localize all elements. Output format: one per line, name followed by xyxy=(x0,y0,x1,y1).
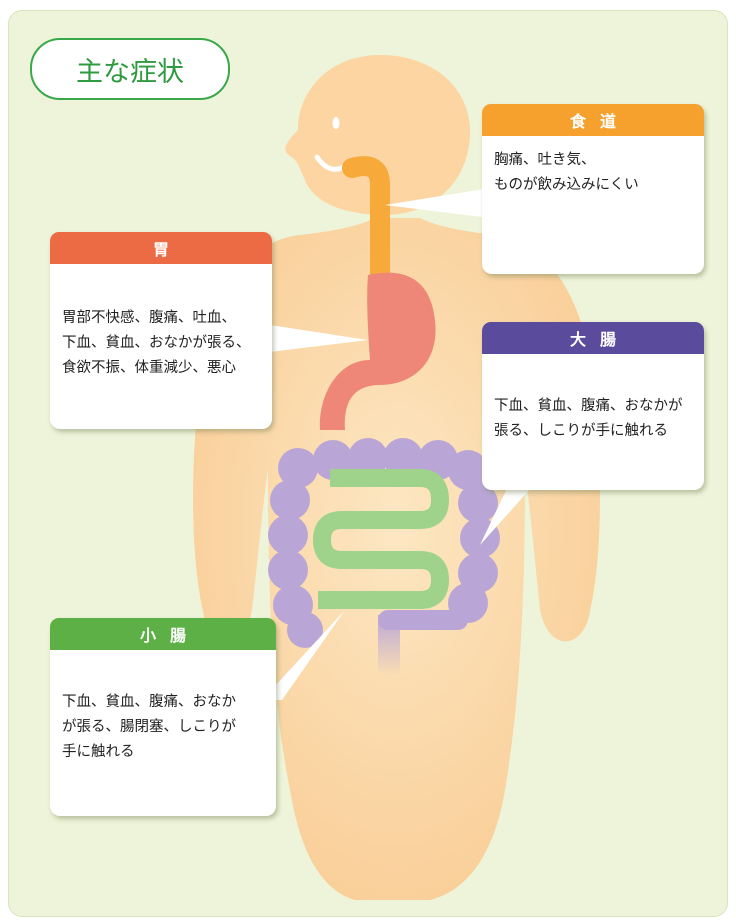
card-esophagus-header: 食道 xyxy=(482,104,704,136)
card-stomach: 胃 胃部不快感、腹痛、吐血、 下血、貧血、おなかが張る、 食欲不振、体重減少、悪… xyxy=(50,232,272,429)
card-large-intestine: 大腸 下血、貧血、腹痛、おなかが 張る、しこりが手に触れる xyxy=(482,322,704,490)
card-large-intestine-text: 下血、貧血、腹痛、おなかが 張る、しこりが手に触れる xyxy=(494,398,683,439)
page-title: 主な症状 xyxy=(30,38,230,100)
card-stomach-header: 胃 xyxy=(50,232,272,264)
card-stomach-text: 胃部不快感、腹痛、吐血、 下血、貧血、おなかが張る、 食欲不振、体重減少、悪心 xyxy=(62,310,251,376)
card-small-intestine-header: 小腸 xyxy=(50,618,276,650)
card-esophagus-text: 胸痛、吐き気、 ものが飲み込みにくい xyxy=(494,152,639,193)
card-large-intestine-header: 大腸 xyxy=(482,322,704,354)
card-esophagus: 食道 胸痛、吐き気、 ものが飲み込みにくい xyxy=(482,104,704,274)
card-small-intestine: 小腸 下血、貧血、腹痛、おなか が張る、腸閉塞、しこりが 手に触れる xyxy=(50,618,276,816)
card-small-intestine-text: 下血、貧血、腹痛、おなか が張る、腸閉塞、しこりが 手に触れる xyxy=(62,694,236,760)
